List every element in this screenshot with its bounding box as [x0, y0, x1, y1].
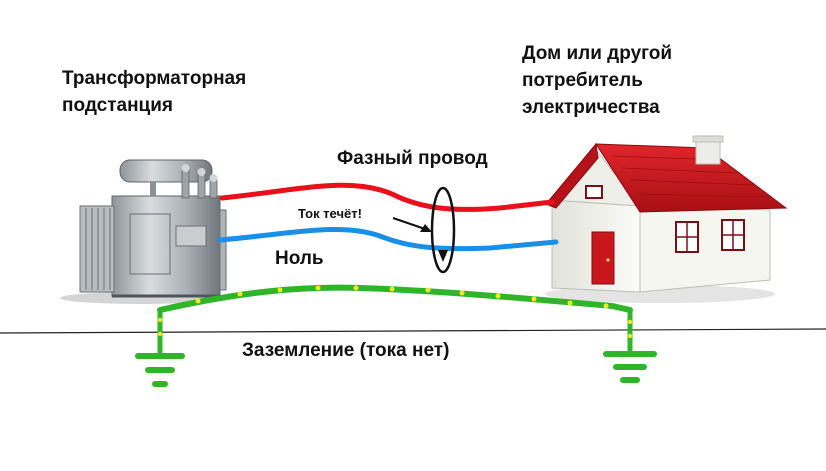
consumer-label-line1: Дом или другой — [522, 43, 672, 64]
transformer-image — [60, 159, 227, 304]
neutral-wire-label: Ноль — [275, 248, 324, 269]
substation-label-line2: подстанция — [62, 95, 173, 116]
house-image — [545, 135, 788, 303]
phase-wire — [219, 182, 555, 212]
ground-wire — [157, 284, 633, 313]
ground-symbol-right — [603, 307, 657, 383]
loop-arrow-icon — [438, 250, 448, 262]
consumer-label-line2: потребитель — [522, 70, 643, 91]
ground-surface-line — [0, 328, 826, 334]
ground-wire-dots — [195, 285, 609, 309]
consumer-label-line3: электричества — [522, 97, 660, 118]
arrow-icon — [392, 217, 432, 232]
ground-label: Заземление (тока нет) — [242, 340, 449, 361]
phase-wire-label: Фазный провод — [337, 148, 488, 169]
ground-symbol-left — [135, 307, 185, 387]
current-flows-label: Ток течёт! — [298, 206, 362, 221]
neutral-wire — [217, 227, 559, 252]
current-clamp-loop — [430, 186, 456, 274]
substation-label-line1: Трансформаторная — [62, 68, 246, 89]
